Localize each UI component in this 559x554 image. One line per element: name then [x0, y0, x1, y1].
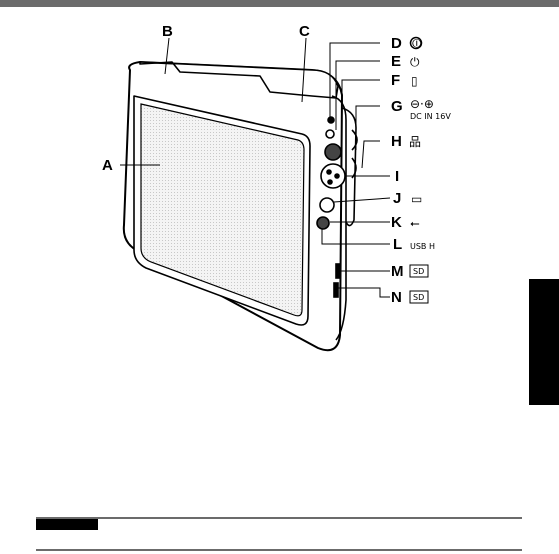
callout-N: N	[391, 289, 402, 306]
callout-H: H	[391, 133, 402, 150]
power-led	[327, 116, 335, 124]
sd-card-icon-m: SD	[409, 264, 429, 278]
sd-slot-1	[335, 263, 341, 279]
battery-icon: ▯	[411, 74, 418, 88]
leader-B	[164, 37, 170, 75]
callout-F: F	[391, 72, 400, 89]
leader-J	[333, 197, 391, 203]
leader-C	[301, 37, 307, 103]
serial-port	[319, 197, 335, 213]
callout-D: D	[391, 35, 402, 52]
callout-M: M	[391, 263, 404, 280]
callout-L: L	[393, 236, 402, 253]
footer-rule-top	[36, 517, 522, 519]
callout-B: B	[162, 23, 173, 40]
display-port-icon: ▭	[411, 192, 422, 206]
leader-E	[335, 60, 380, 130]
sd-label-n: SD	[413, 293, 424, 302]
port-dot-3	[327, 179, 333, 185]
lan-icon: 品	[409, 135, 421, 149]
power-switch	[325, 129, 335, 139]
lan-port	[320, 163, 346, 189]
leader-N	[338, 287, 390, 298]
battery-status-icon: ⏼	[409, 36, 423, 50]
footer-note-tag	[36, 519, 98, 530]
sd-card-icon-n: SD	[409, 290, 429, 304]
callout-I: I	[395, 168, 399, 185]
leader-H	[361, 140, 380, 169]
right-edge	[331, 95, 347, 341]
usb-port	[316, 216, 330, 230]
battery-status-symbol: ⏼	[412, 36, 422, 50]
callout-G: G	[391, 98, 403, 115]
callout-K: K	[391, 214, 402, 231]
dc-in-port	[324, 143, 342, 161]
port-dot-2	[334, 173, 340, 179]
callout-C: C	[299, 23, 310, 40]
port-dot-1	[326, 169, 332, 175]
leader-L	[321, 229, 390, 245]
dc-in-label: DC IN 16V	[410, 112, 451, 121]
section-tab	[529, 279, 559, 405]
callout-A: A	[102, 157, 113, 174]
callout-E: E	[391, 53, 401, 70]
dc-in-polarity-icon: ⊖·⊕	[410, 97, 434, 111]
usb-label: USB H	[410, 242, 435, 251]
side-ports	[316, 107, 358, 298]
sd-label-m: SD	[413, 267, 424, 276]
leader-lines	[120, 37, 391, 298]
top-handle	[139, 61, 339, 99]
display-screen	[140, 103, 305, 317]
footer-rule-bottom	[36, 549, 522, 551]
callout-J: J	[393, 190, 401, 207]
leader-G	[355, 105, 380, 150]
sd-slot-2	[333, 282, 339, 298]
leader-D	[329, 42, 380, 118]
leader-F	[341, 79, 380, 146]
power-icon: ⏻	[410, 55, 420, 69]
handle-strap	[341, 107, 357, 227]
usb-icon: ⭠	[410, 216, 420, 230]
top-header-bar	[0, 0, 559, 7]
